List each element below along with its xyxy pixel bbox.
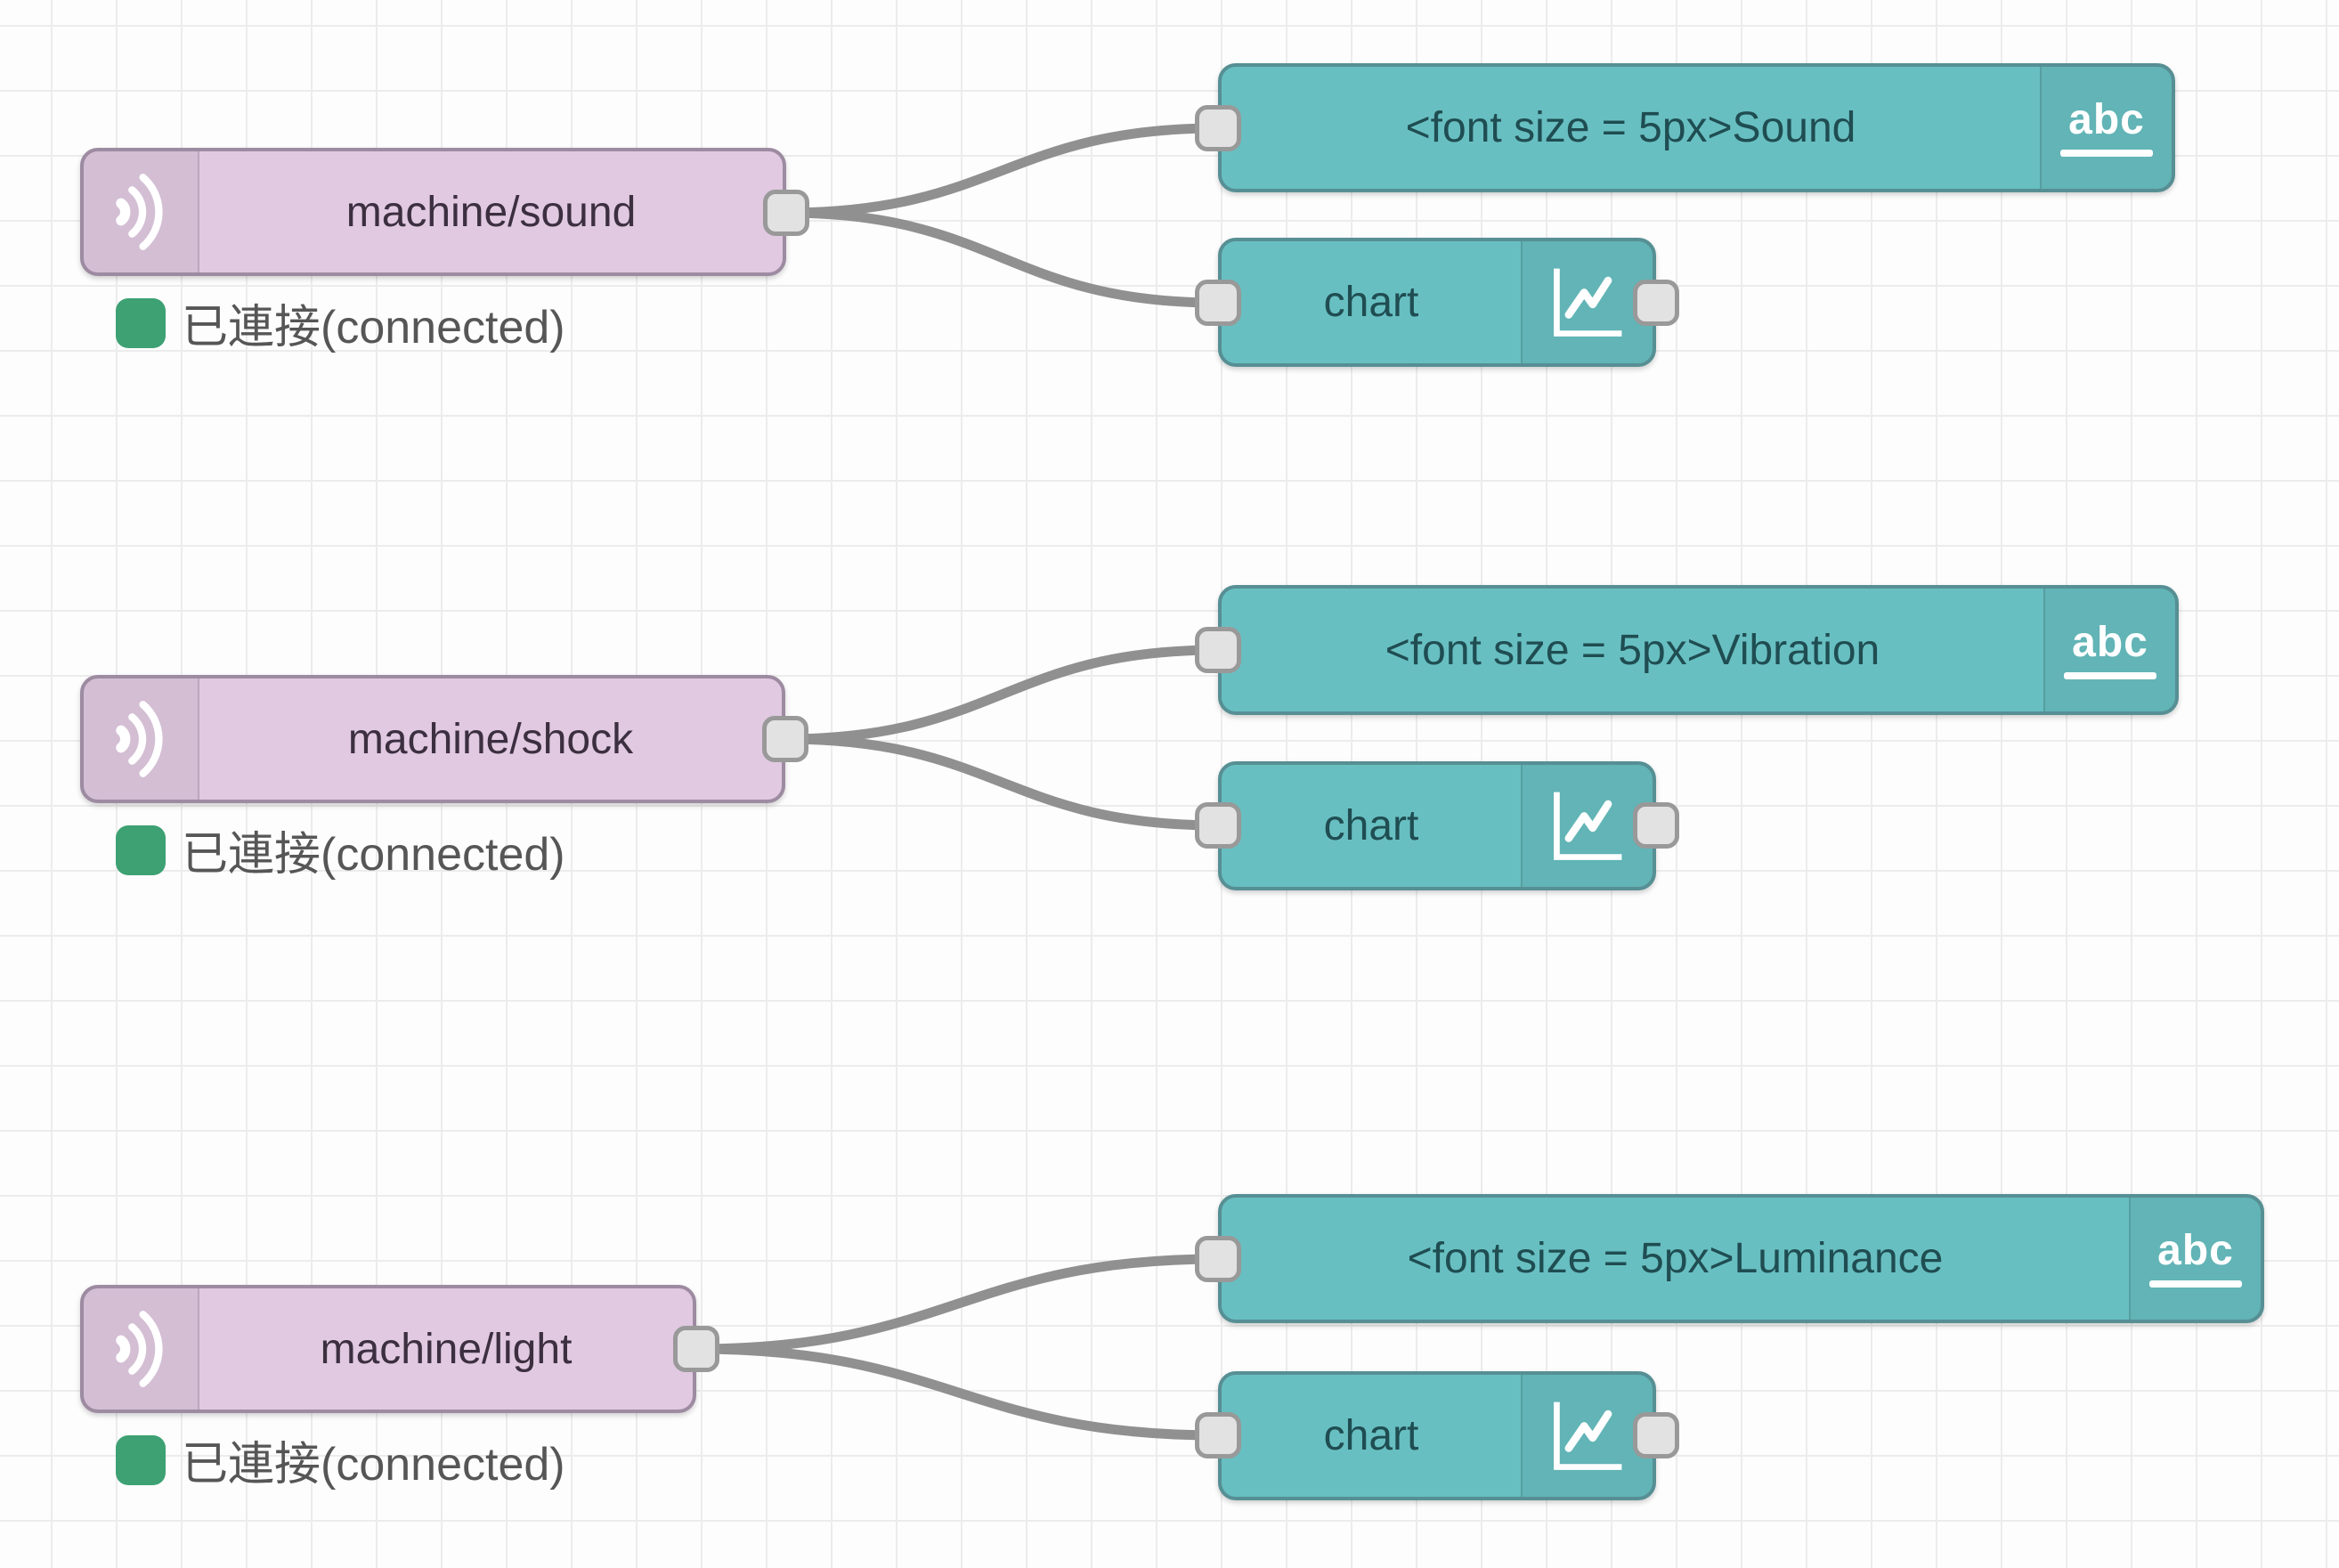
node-label: machine/shock [347, 715, 634, 763]
abc-icon: abc [2040, 67, 2172, 189]
output-port[interactable] [1633, 1412, 1679, 1458]
text-ui-node-sound[interactable]: <font size = 5px>Sound abc [1218, 63, 2175, 192]
line-chart-icon [1521, 1375, 1653, 1497]
wire-shock-to-text[interactable] [780, 645, 1223, 744]
wire-light-to-chart[interactable] [691, 1344, 1223, 1441]
input-port[interactable] [1195, 280, 1241, 326]
status-dot [116, 825, 166, 875]
line-chart-icon [1521, 765, 1653, 887]
abc-icon: abc [2129, 1198, 2261, 1320]
node-label: chart [1323, 802, 1419, 849]
node-label: machine/sound [345, 188, 637, 236]
wire-sound-to-text[interactable] [781, 123, 1223, 218]
line-chart-icon [1521, 241, 1653, 363]
signal-waves-icon [84, 1288, 199, 1410]
node-label: <font size = 5px>Luminance [1407, 1235, 1944, 1282]
wire-shock-to-chart[interactable] [780, 734, 1223, 831]
mqtt-in-node-machine-shock[interactable]: machine/shock [80, 675, 785, 803]
mqtt-in-node-machine-light[interactable]: machine/light [80, 1285, 696, 1413]
mqtt-in-node-machine-sound[interactable]: machine/sound [80, 148, 786, 276]
output-port[interactable] [673, 1326, 719, 1372]
node-label: <font size = 5px>Vibration [1385, 626, 1880, 674]
abc-icon: abc [2043, 589, 2175, 711]
input-port[interactable] [1195, 1236, 1241, 1282]
status-indicator: 已連接(connected) [116, 816, 565, 883]
status-label: 已連接(connected) [182, 1439, 565, 1491]
chart-ui-node-luminance[interactable]: chart [1218, 1371, 1656, 1500]
wire-sound-to-chart[interactable] [781, 207, 1223, 308]
status-dot [116, 297, 166, 348]
node-label: chart [1323, 279, 1419, 326]
text-ui-node-vibration[interactable]: <font size = 5px>Vibration abc [1218, 585, 2179, 715]
output-port[interactable] [763, 190, 809, 236]
node-label: <font size = 5px>Sound [1405, 104, 1856, 151]
chart-ui-node-sound[interactable]: chart [1218, 238, 1656, 367]
abc-underline [2060, 150, 2153, 157]
status-indicator: 已連接(connected) [116, 1426, 565, 1493]
status-label: 已連接(connected) [182, 829, 565, 881]
input-port[interactable] [1195, 802, 1241, 849]
text-ui-node-luminance[interactable]: <font size = 5px>Luminance abc [1218, 1194, 2264, 1323]
status-dot [116, 1434, 166, 1485]
input-port[interactable] [1195, 1412, 1241, 1458]
output-port[interactable] [1633, 802, 1679, 849]
output-port[interactable] [762, 716, 808, 762]
node-label: machine/light [320, 1325, 573, 1373]
abc-underline [2149, 1280, 2242, 1288]
status-label: 已連接(connected) [182, 302, 565, 353]
input-port[interactable] [1195, 105, 1241, 151]
signal-waves-icon [84, 151, 199, 272]
node-label: chart [1323, 1412, 1419, 1459]
output-port[interactable] [1633, 280, 1679, 326]
signal-waves-icon [84, 678, 199, 800]
abc-underline [2064, 671, 2156, 679]
input-port[interactable] [1195, 627, 1241, 673]
status-indicator: 已連接(connected) [116, 289, 565, 356]
wire-light-to-text[interactable] [691, 1254, 1223, 1354]
chart-ui-node-vibration[interactable]: chart [1218, 761, 1656, 890]
